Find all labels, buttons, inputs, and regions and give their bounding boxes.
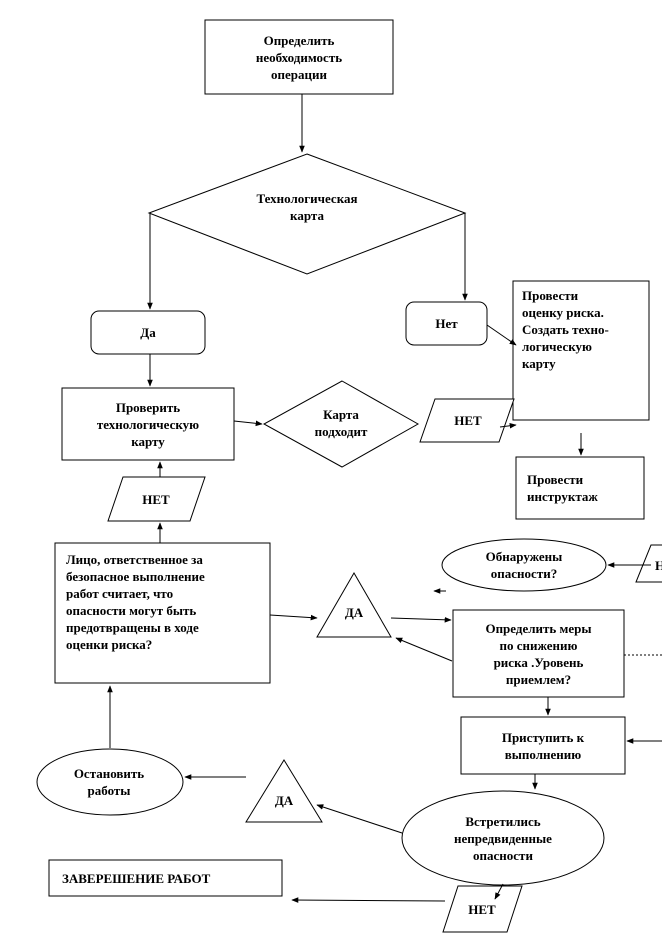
arrow-unforeseen-to-yes3 [316, 804, 403, 834]
card-fits-diamond [262, 380, 420, 468]
no-2-parallelogram [419, 398, 515, 443]
no-4-parallelogram [442, 885, 523, 933]
cutoff-label: Н [655, 557, 662, 573]
no-1-label: Нет [435, 316, 458, 331]
completion-label: ЗАВЕРЕШЕНИЕ РАБОТ [62, 870, 211, 886]
no-3-parallelogram [107, 476, 206, 522]
tech-card-diamond [147, 153, 467, 275]
briefing-label: Провести инструктаж [527, 472, 598, 504]
responsible-person-label: Лицо, ответственное за безопасное выполн… [66, 552, 205, 652]
hazards-found-ellipse [441, 538, 607, 592]
completion-box [48, 859, 283, 897]
yes-1-label: Да [140, 325, 156, 340]
yes-3-label: ДА [274, 792, 294, 808]
arrow-unforeseen-to-no4 [494, 883, 504, 900]
start-work-box [460, 716, 626, 775]
risk-assess-label: Провести оценку риска. Создать техно- ло… [522, 288, 609, 371]
start-work-label: Приступить к выполнению [501, 729, 585, 762]
briefing-box [515, 456, 645, 520]
determine-need-box [204, 19, 394, 95]
yes-1-box [90, 310, 206, 355]
no-2-label: НЕТ [454, 413, 482, 428]
risk-assess-box [512, 280, 650, 421]
arrow-checkcard-to-cardfits [233, 420, 263, 427]
measures-box [452, 609, 625, 698]
arrow-no-to-riskassess [486, 324, 517, 346]
stop-work-ellipse [36, 748, 184, 816]
yes-3-triangle [245, 759, 323, 823]
arrow-no2-to-riskassess [499, 423, 517, 429]
check-card-box [61, 387, 235, 461]
arrow-yes2-to-measures [390, 616, 452, 623]
measures-label: Определить меры по снижению риска .Урове… [485, 621, 592, 687]
responsible-person-box [54, 542, 271, 684]
hazards-found-label: Обнаружены опасности? [485, 549, 563, 581]
no-1-box [405, 301, 488, 346]
check-card-label: Проверить технологическую карту [96, 399, 200, 449]
stop-work-label: Остановить работы [73, 766, 145, 798]
no-3-label: НЕТ [142, 491, 170, 507]
arrow-no4-to-completion [291, 897, 446, 903]
cutoff-parallelogram [635, 544, 662, 583]
tech-card-label: Технологическая карта [256, 191, 358, 223]
arrow-responsible-to-yes2 [269, 614, 318, 621]
arrow-measures-to-yes2 [395, 637, 453, 662]
no-4-label: НЕТ [468, 901, 496, 917]
determine-need-label: Определить необходимость операции [255, 32, 343, 82]
yes-2-triangle [316, 572, 392, 638]
unforeseen-label: Встретились непредвиденные опасности [454, 813, 552, 863]
yes-2-label: ДА [344, 604, 364, 620]
card-fits-label: Карта подходит [314, 407, 368, 439]
